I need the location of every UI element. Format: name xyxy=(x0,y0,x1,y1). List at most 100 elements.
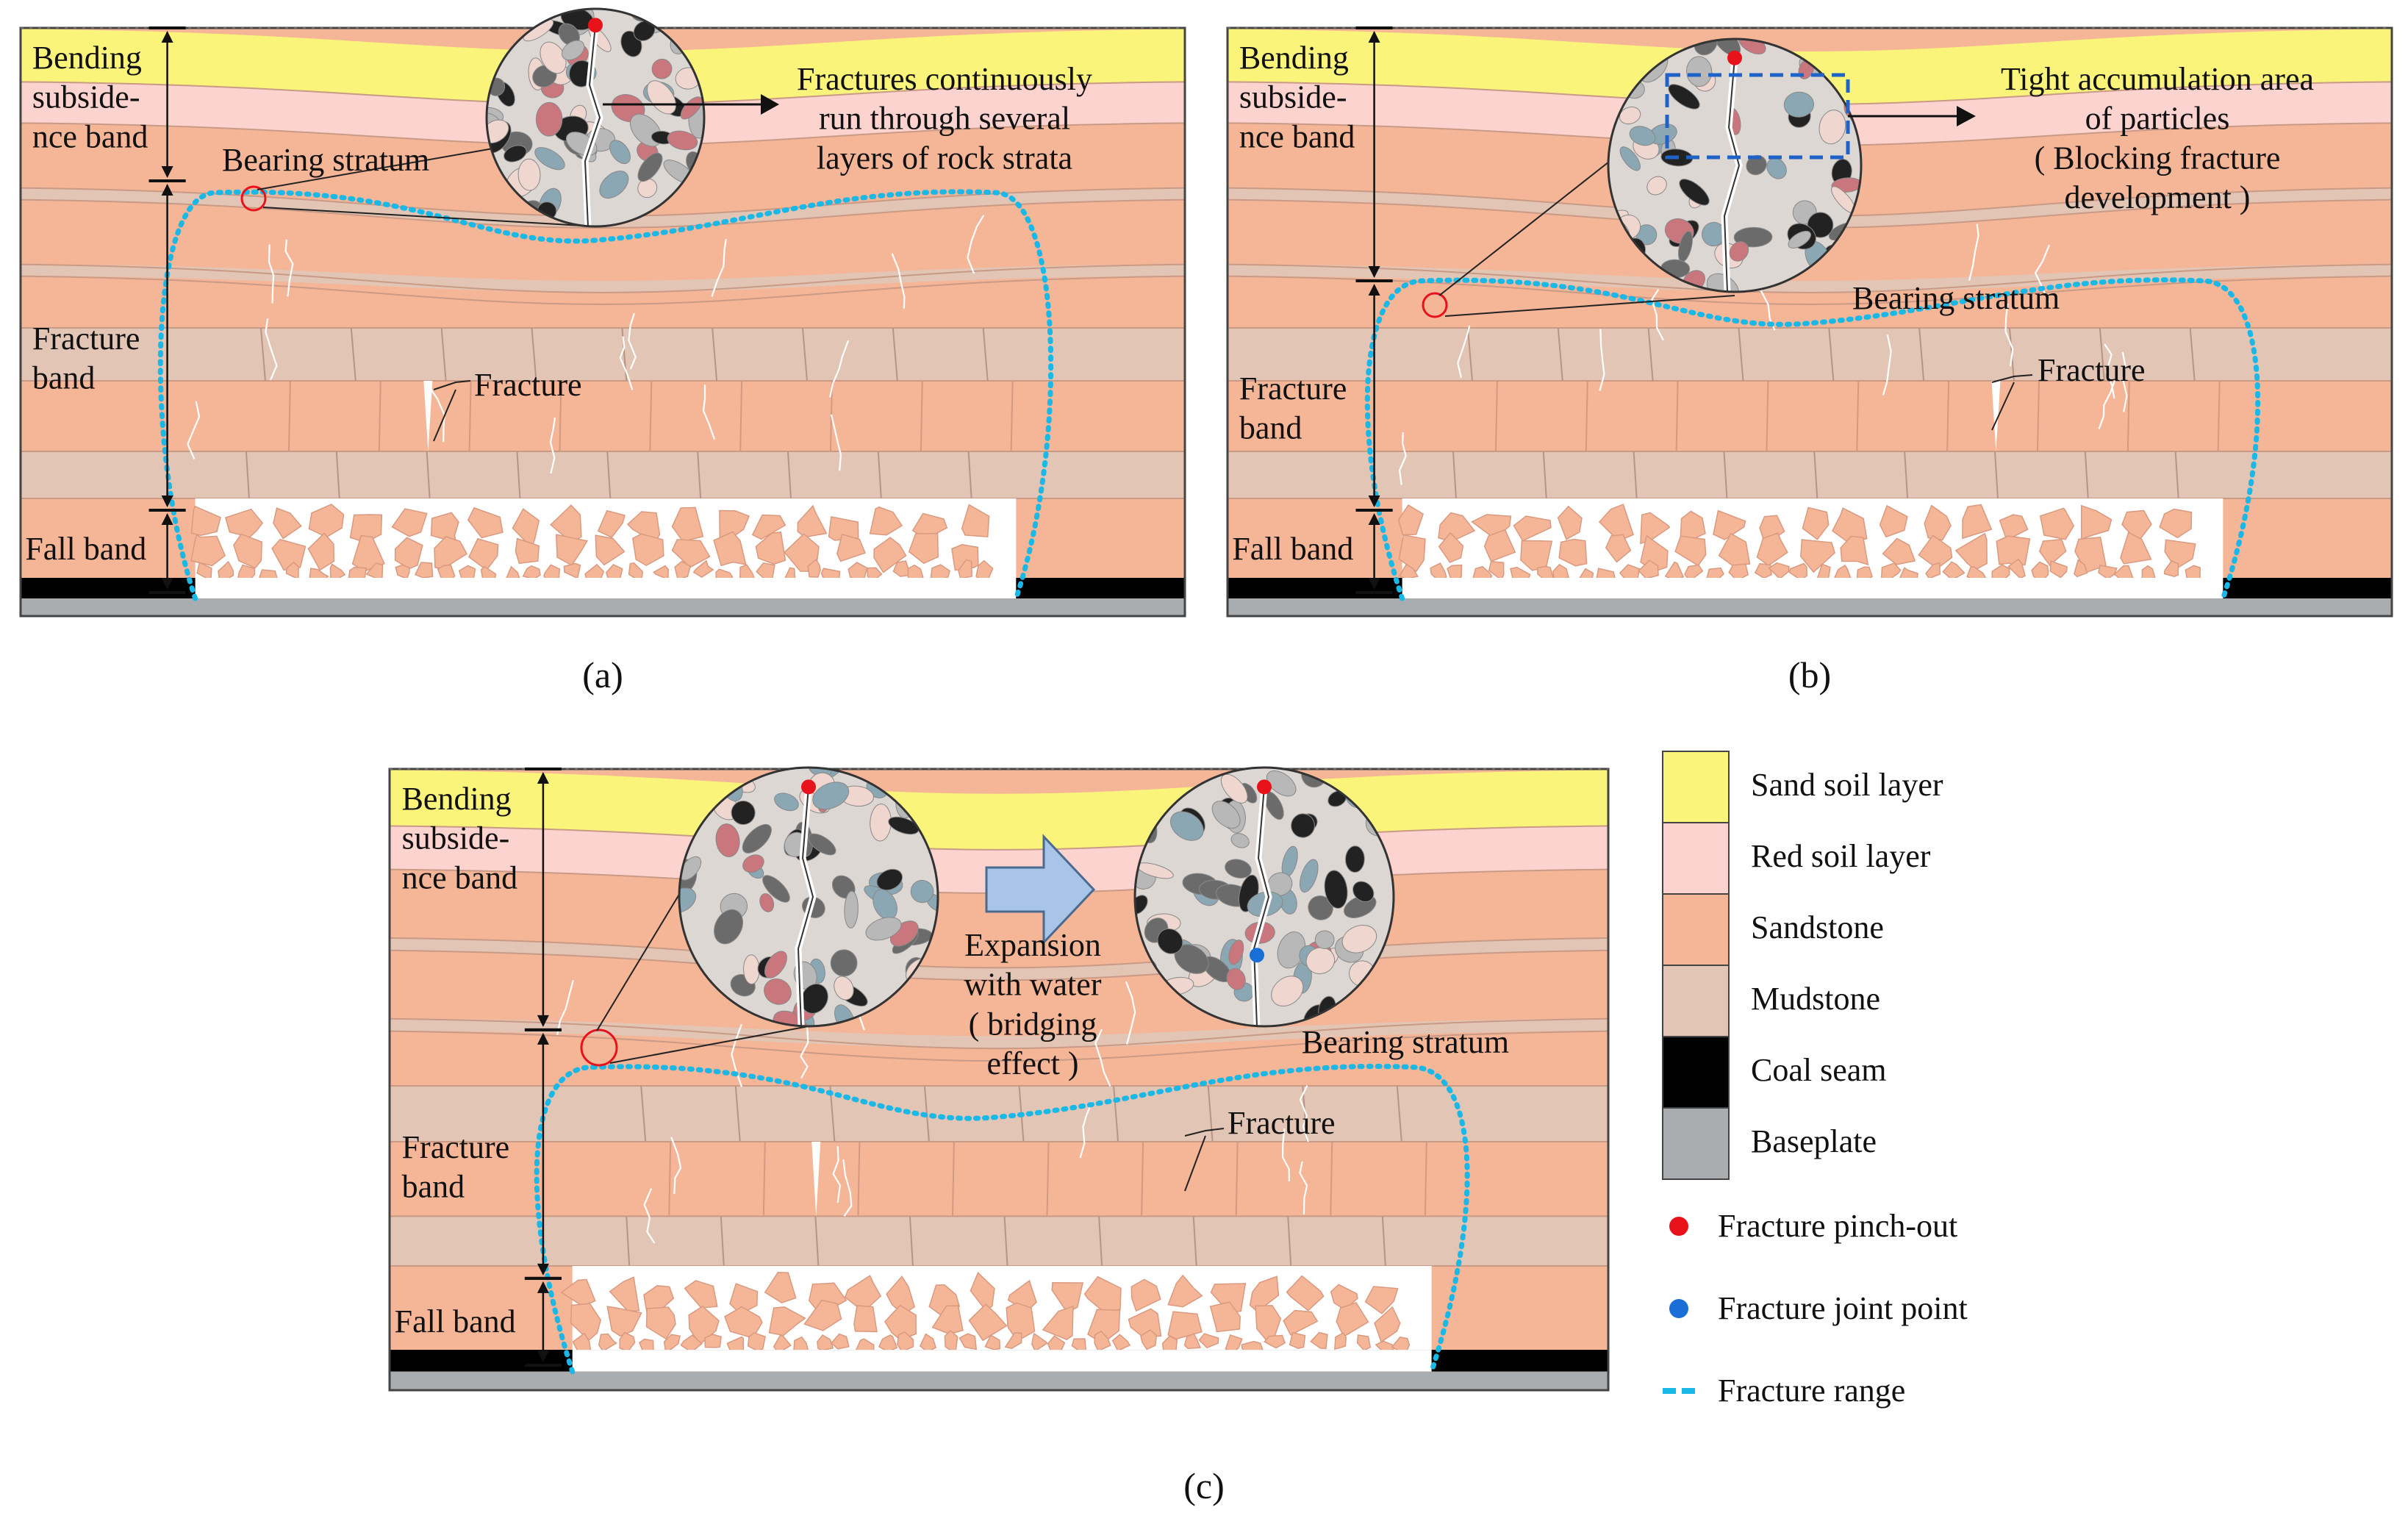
main-fracture-gap xyxy=(811,1142,821,1217)
legend-label: Baseplate xyxy=(1751,1123,1877,1159)
rock-fragment xyxy=(1398,534,1426,573)
block-joint xyxy=(1302,1085,1308,1142)
internal-crack-edge xyxy=(1253,787,1270,1026)
particle xyxy=(1352,881,1375,903)
baseplate xyxy=(390,1371,1608,1390)
micro-fracture xyxy=(1968,223,1979,281)
zone-arrow-head xyxy=(161,184,173,196)
zone-arrow-head xyxy=(161,578,173,590)
block-joint xyxy=(1993,451,1999,499)
particle xyxy=(1211,801,1241,829)
block-joint xyxy=(531,327,537,382)
rock-fragment xyxy=(2049,560,2068,579)
block-joint xyxy=(697,451,702,499)
legend-dot xyxy=(1669,1217,1688,1236)
particle xyxy=(1266,770,1297,797)
legend-swatch xyxy=(1662,1107,1730,1180)
fracture-leader xyxy=(433,389,456,442)
micro-fracture xyxy=(1281,1128,1291,1181)
micro-fracture xyxy=(556,979,574,1036)
block-joint xyxy=(335,451,340,499)
fracture-label: Fracture xyxy=(474,367,582,403)
legend-item: Coal seam xyxy=(1662,1036,1887,1109)
micro-fracture xyxy=(2104,343,2115,399)
particle xyxy=(1706,273,1740,292)
stratum-boundary xyxy=(390,1030,1608,1062)
micro-fracture xyxy=(830,414,842,471)
rock-fragment xyxy=(1520,540,1553,571)
micro-fracture xyxy=(829,340,850,398)
rock-fragment xyxy=(1674,535,1707,567)
particle xyxy=(1230,833,1250,848)
rock-fragment xyxy=(1183,1333,1202,1350)
block-joint xyxy=(259,327,266,382)
mudstone-layer xyxy=(21,451,1185,498)
fracture-joint-point-dot xyxy=(1250,948,1264,963)
rock-fragment xyxy=(828,516,859,541)
legend-label: Fracture range xyxy=(1718,1373,1905,1409)
block-joint xyxy=(786,451,792,499)
micro-fracture xyxy=(832,1145,842,1203)
zone-arrow-head xyxy=(1368,496,1380,507)
block-joint xyxy=(1633,451,1638,499)
particle xyxy=(774,793,799,812)
micro-fracture xyxy=(284,239,294,297)
fracture-leader xyxy=(1991,374,2033,383)
micro-fracture xyxy=(1094,1028,1111,1087)
fracture-pinch-out-dot xyxy=(1727,50,1742,65)
legend-item: Fracture range xyxy=(1663,1373,1905,1409)
magnifier-leader xyxy=(1444,295,1735,317)
particle xyxy=(1646,176,1667,196)
magnifier-outline xyxy=(1607,37,1863,293)
fracture-pinch-out-dot xyxy=(588,18,603,33)
legend-label: Sand soil layer xyxy=(1751,767,1943,803)
particle xyxy=(743,954,760,985)
stratum-boundary xyxy=(390,825,1608,851)
block-joint xyxy=(1207,1085,1214,1142)
particle xyxy=(609,140,631,165)
rock-fragment xyxy=(869,506,903,536)
particle xyxy=(764,979,792,1005)
mudstone-thin-layer xyxy=(390,937,1608,981)
rock-fragment xyxy=(713,531,747,567)
particle xyxy=(1345,845,1365,873)
fall-band-label: Fall band xyxy=(395,1303,516,1339)
rock-fragment xyxy=(961,504,990,537)
magnifier-leader xyxy=(596,881,687,1031)
zone-arrow-head xyxy=(537,1281,549,1293)
block-joint xyxy=(1813,451,1818,499)
block-joint xyxy=(857,1141,861,1217)
rock-fragment xyxy=(391,508,428,537)
magnifier-leader xyxy=(257,146,502,190)
block-joint xyxy=(712,327,718,382)
rock-fragment xyxy=(671,539,711,568)
micro-fracture xyxy=(628,312,637,370)
block-joint xyxy=(1856,380,1860,452)
magnified-view-b xyxy=(1607,37,1863,293)
block-joint xyxy=(1904,451,1909,499)
zone-arrow-head xyxy=(161,496,173,507)
rock-fragment xyxy=(1925,562,1941,579)
legend-label: Red soil layer xyxy=(1751,838,1931,874)
rock-fragment xyxy=(467,507,504,539)
block-joint xyxy=(2036,380,2040,452)
micro-fracture xyxy=(711,238,727,297)
block-joint xyxy=(1452,451,1457,499)
particle xyxy=(1305,947,1336,975)
block-joint xyxy=(1330,1141,1333,1217)
block-joint xyxy=(440,327,447,382)
particle xyxy=(1788,230,1811,248)
particle xyxy=(1228,940,1244,965)
micro-fracture xyxy=(619,336,634,390)
particle xyxy=(910,879,934,904)
block-joint xyxy=(426,451,431,499)
rock-fragment xyxy=(196,562,212,581)
particle xyxy=(535,101,563,137)
rock-fragment xyxy=(273,507,302,540)
